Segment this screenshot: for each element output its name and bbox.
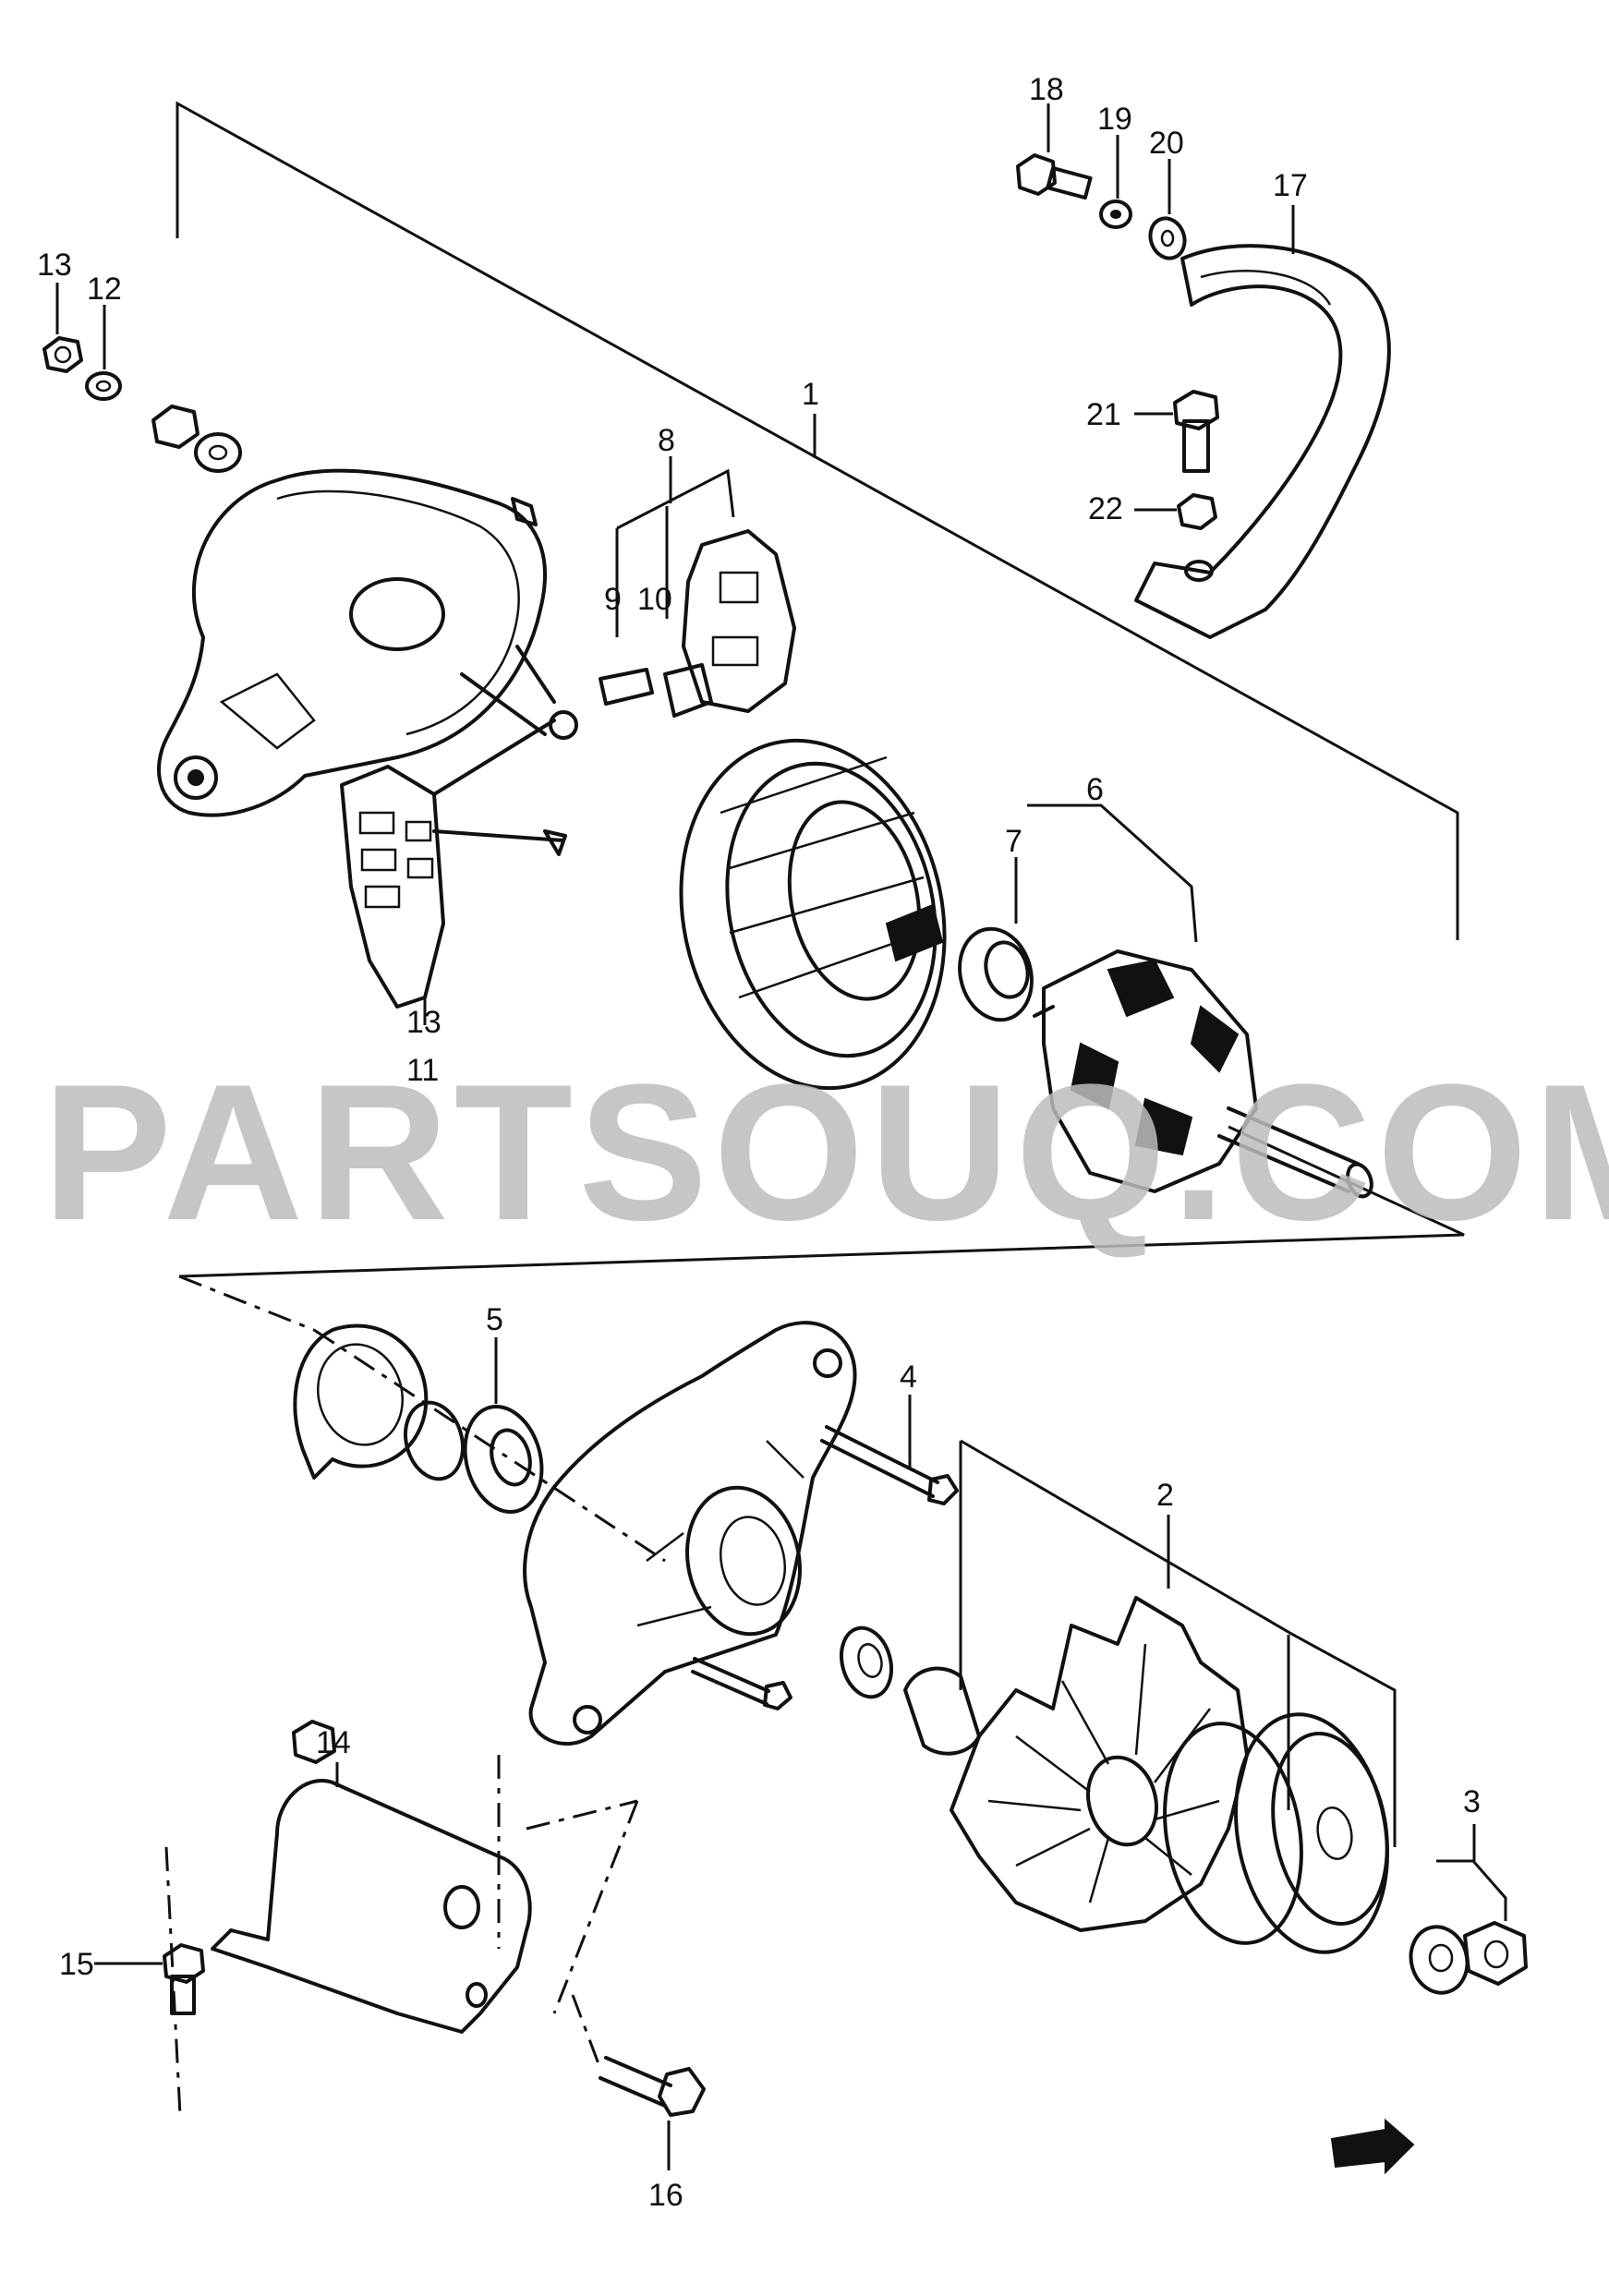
part-rectifier-11: [340, 645, 578, 1025]
callout-1: 1: [802, 377, 819, 412]
part-through-bolt-4: [820, 1395, 959, 1505]
part-nut-13-top: [42, 283, 83, 373]
callout-3: 3: [1463, 1784, 1481, 1819]
part-adjust-bracket-17: [1134, 205, 1391, 639]
part-stator: [679, 738, 947, 1091]
callout-13-top: 13: [37, 248, 72, 283]
partsouq-watermark: PARTSOUQ.COM: [42, 1044, 1609, 1261]
assembly-guides: [164, 1755, 639, 2116]
part-bolt-15: [94, 1943, 205, 2015]
part-drive-end-frame: [523, 1321, 857, 1746]
callout-6: 6: [1086, 772, 1104, 807]
part-washer-12: [85, 305, 122, 401]
callout-22: 22: [1088, 491, 1123, 526]
part-cover-plate: [293, 1323, 429, 1480]
assembly-bracket-upper: [175, 101, 1459, 940]
callout-4: 4: [900, 1359, 917, 1395]
part-bearing-5: [404, 1337, 544, 1514]
callout-11: 11: [406, 1053, 439, 1088]
forward-arrow-icon: [1330, 2118, 1415, 2175]
part-bolt-18: [1016, 103, 1093, 200]
callout-13-lower: 13: [406, 1005, 442, 1040]
callout-21: 21: [1086, 397, 1121, 432]
callout-7: 7: [1005, 824, 1022, 859]
part-regulator-8: [599, 456, 796, 718]
part-fan-pulley-2: [950, 1439, 1397, 1954]
part-bearing-7: [958, 857, 1034, 1022]
part-nut-22: [1134, 493, 1217, 530]
part-screw: [691, 1657, 792, 1710]
callout-20: 20: [1149, 126, 1184, 161]
part-oil-seal: [840, 1625, 893, 1699]
callout-14: 14: [316, 1725, 351, 1760]
callout-15: 15: [59, 1947, 94, 1982]
callout-18: 18: [1029, 72, 1064, 107]
callout-12: 12: [87, 272, 122, 307]
assembly-bracket-lower: [178, 1125, 1465, 1563]
part-washer-nut-3: [1409, 1824, 1528, 1995]
part-spacer-collar: [903, 1666, 981, 1756]
part-rear-housing: [157, 468, 547, 817]
part-mount-bracket-14: [211, 1720, 532, 2034]
callout-labels: 1 2 3 4 5 6 7 8 9 10 11 12 13 13 14 15 1…: [37, 72, 1481, 2213]
callout-17: 17: [1273, 168, 1308, 203]
callout-10: 10: [637, 582, 672, 617]
part-nut-pair: [151, 405, 242, 473]
callout-16: 16: [648, 2178, 684, 2213]
callout-5: 5: [486, 1302, 503, 1337]
callout-2: 2: [1156, 1478, 1174, 1513]
part-rotor-6: [1027, 804, 1373, 1199]
callout-19: 19: [1097, 102, 1132, 137]
part-bolt-21: [1134, 390, 1219, 473]
callout-9: 9: [604, 582, 622, 617]
part-lockwasher-19: [1099, 135, 1132, 229]
part-bolt-16: [571, 1994, 706, 2170]
callout-8: 8: [658, 423, 675, 458]
part-washer-20: [1148, 159, 1187, 260]
